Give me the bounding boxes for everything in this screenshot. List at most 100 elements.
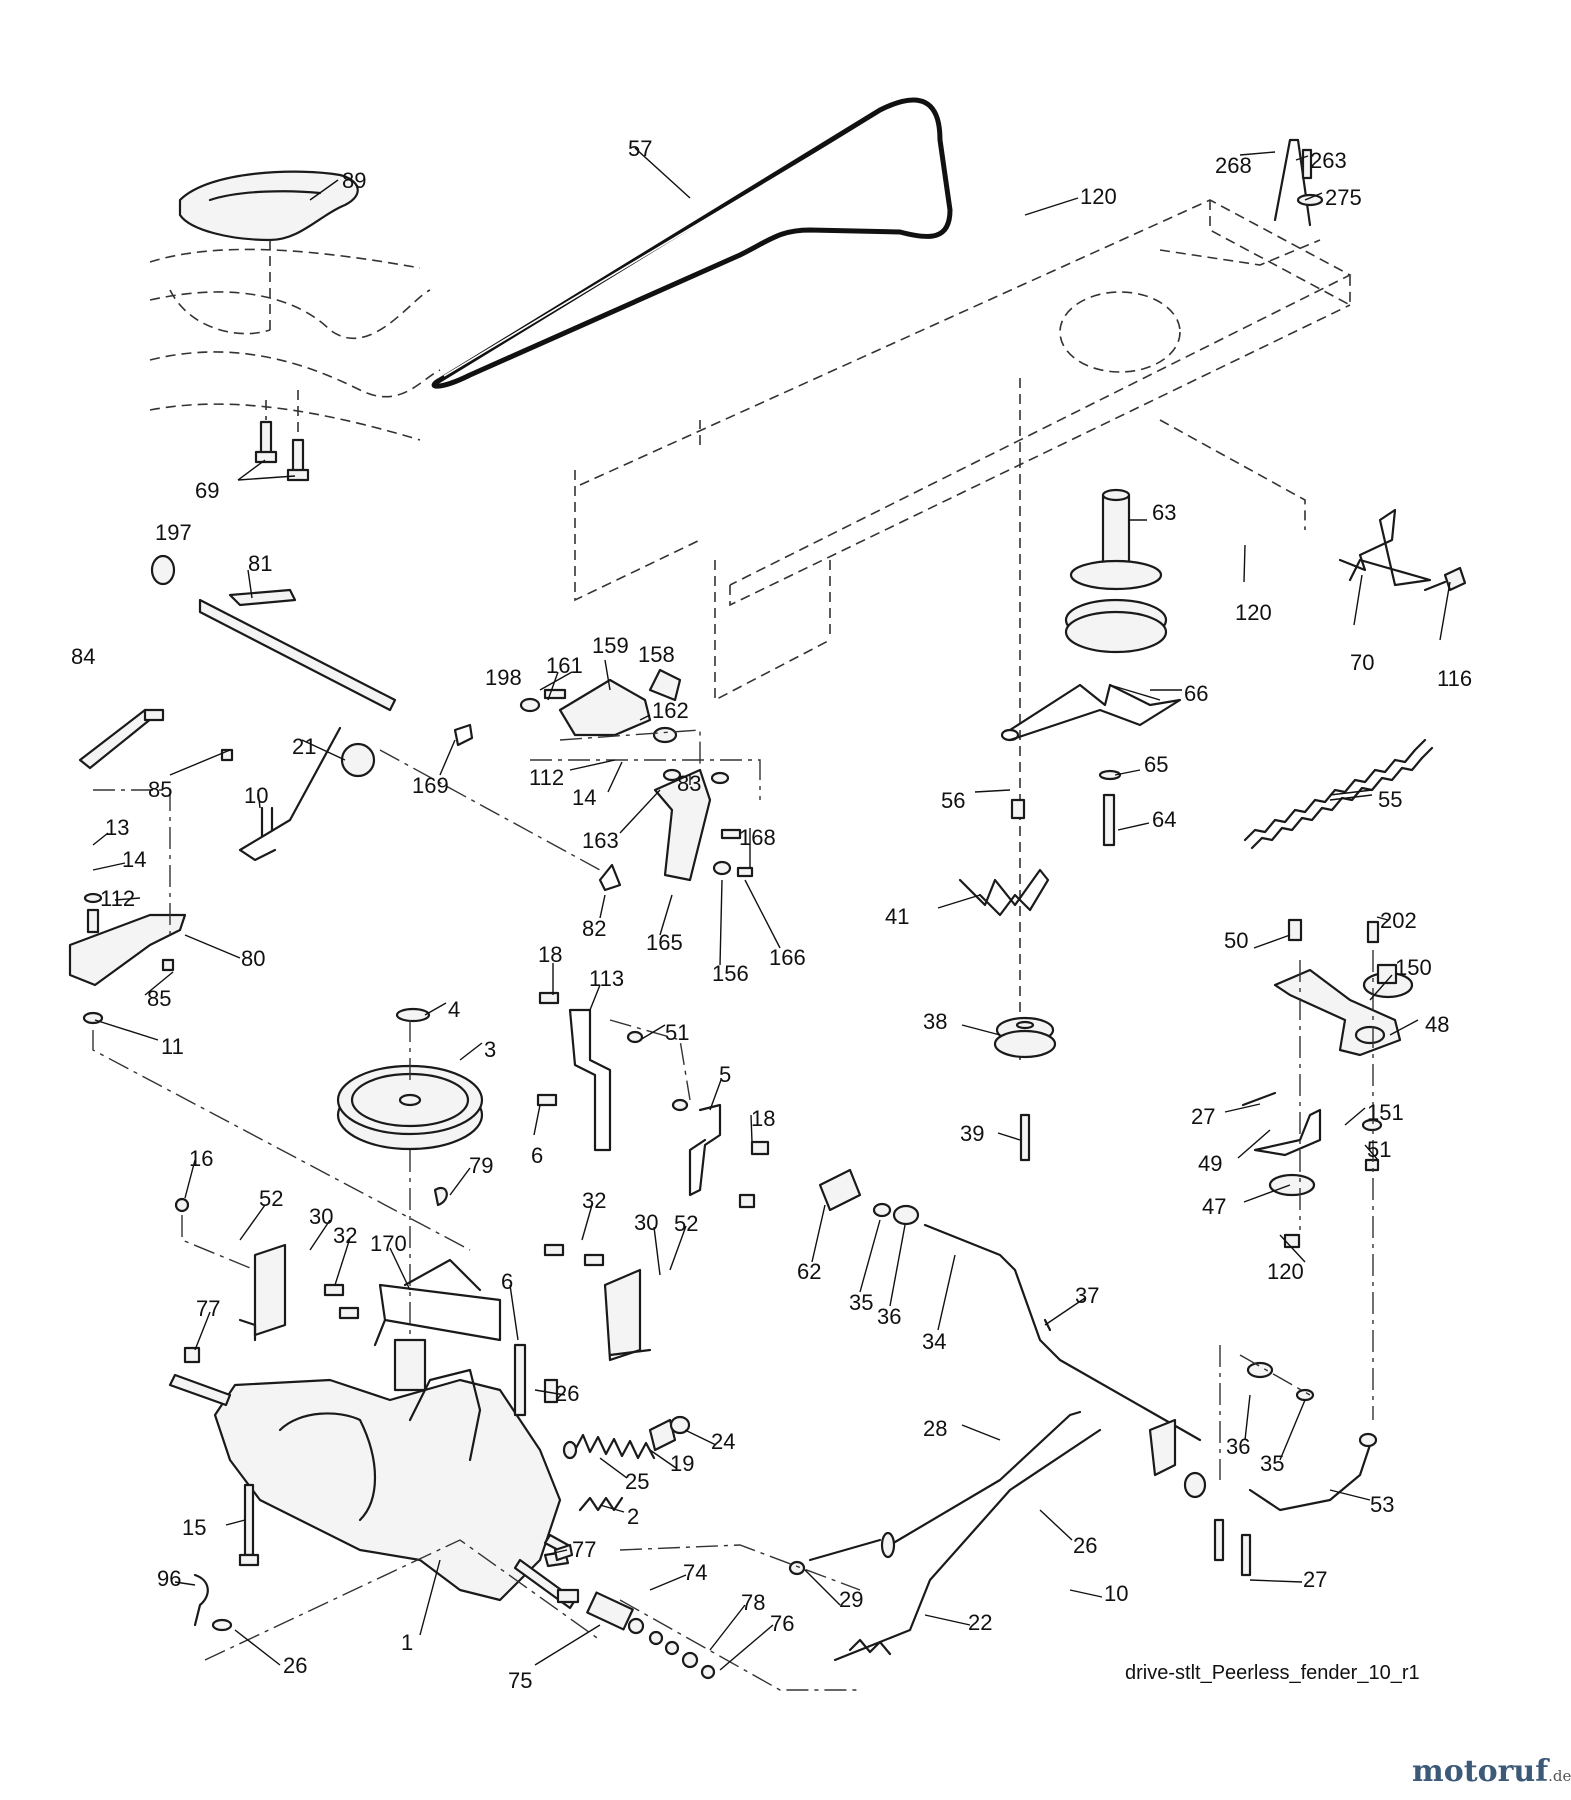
rod-28 — [788, 1410, 1082, 1576]
leader-line — [184, 934, 241, 959]
leader-line — [1117, 822, 1150, 831]
watermark-name: motoruf — [1412, 1754, 1549, 1789]
part-number-51: 51 — [665, 1020, 689, 1045]
leader-line — [649, 1574, 687, 1591]
leader-line — [937, 1254, 956, 1331]
leader-line — [1069, 1589, 1103, 1598]
part-number-63: 63 — [1152, 500, 1176, 525]
part-number-34: 34 — [922, 1329, 946, 1354]
part-number-169: 169 — [412, 773, 449, 798]
part-number-1: 1 — [401, 1630, 413, 1655]
leader-line — [1304, 192, 1323, 201]
pulley-3 — [336, 1007, 484, 1360]
part-number-27: 27 — [1191, 1104, 1215, 1129]
leader-line — [1243, 544, 1246, 583]
part-number-2: 2 — [627, 1504, 639, 1529]
leader-line — [547, 671, 559, 701]
spring-25 — [562, 1415, 691, 1512]
idler-arm-48 — [1241, 918, 1414, 1420]
part-number-74: 74 — [683, 1560, 707, 1585]
part-number-38: 38 — [923, 1009, 947, 1034]
idler-bracket-66 — [1000, 683, 1182, 742]
leader-line — [1039, 1509, 1073, 1541]
brackets-113-5 — [536, 991, 770, 1209]
part-number-32: 32 — [582, 1188, 606, 1213]
part-number-22: 22 — [968, 1610, 992, 1635]
part-number-13: 13 — [105, 815, 129, 840]
leader-line — [750, 1114, 753, 1143]
leader-line — [1329, 1489, 1371, 1501]
seat-pan-89 — [178, 170, 359, 330]
part-number-14: 14 — [122, 847, 146, 872]
part-number-28: 28 — [923, 1416, 947, 1441]
leader-line — [544, 1549, 568, 1556]
leader-line — [1279, 1399, 1306, 1461]
leader-line — [1114, 769, 1141, 776]
fender-outline — [149, 248, 441, 441]
part-number-66: 66 — [1184, 681, 1208, 706]
part-number-78: 78 — [741, 1590, 765, 1615]
part-number-80: 80 — [241, 946, 265, 971]
part-number-52: 52 — [674, 1211, 698, 1236]
leader-line — [709, 1604, 746, 1651]
part-number-159: 159 — [592, 633, 629, 658]
part-number-161: 161 — [546, 653, 583, 678]
part-number-62: 62 — [797, 1259, 821, 1284]
leader-line — [92, 832, 109, 846]
bracket-80 — [68, 789, 471, 1251]
transaxle-1 — [168, 1258, 580, 1610]
part-number-18: 18 — [538, 942, 562, 967]
part-number-51: 51 — [1367, 1137, 1391, 1162]
leader-line — [607, 761, 623, 793]
part-number-85: 85 — [148, 777, 172, 802]
leader-line — [659, 894, 673, 936]
leader-line — [1389, 1019, 1419, 1036]
part-number-14: 14 — [572, 785, 596, 810]
part-number-112: 112 — [529, 765, 564, 790]
leader-line — [924, 1614, 971, 1626]
part-number-65: 65 — [1144, 752, 1168, 777]
brackets-30 — [174, 1197, 652, 1364]
bolt-116 — [1423, 566, 1467, 592]
leader-line — [639, 1024, 666, 1041]
drive-belt-57 — [431, 97, 953, 389]
part-number-10: 10 — [244, 783, 268, 808]
watermark-logo: motoruf.de — [1412, 1754, 1571, 1789]
part-number-156: 156 — [712, 961, 749, 986]
part-number-163: 163 — [582, 828, 619, 853]
leader-line — [581, 1204, 593, 1241]
leader-line — [937, 894, 981, 909]
leader-line — [744, 879, 781, 949]
part-number-162: 162 — [652, 698, 689, 723]
leader-lines — [92, 147, 1451, 1671]
part-number-3: 3 — [484, 1037, 496, 1062]
leader-line — [1329, 794, 1373, 801]
bolts-69 — [254, 390, 310, 482]
part-number-26: 26 — [1073, 1533, 1097, 1558]
part-number-6: 6 — [531, 1143, 543, 1168]
leader-line — [1244, 1394, 1251, 1441]
part-number-10: 10 — [1104, 1581, 1128, 1606]
part-number-150: 150 — [1395, 955, 1432, 980]
part-number-27: 27 — [1303, 1567, 1327, 1592]
part-number-263: 263 — [1310, 148, 1347, 173]
leader-line — [719, 1624, 774, 1671]
part-number-29: 29 — [839, 1587, 863, 1612]
part-number-39: 39 — [960, 1121, 984, 1146]
leader-line — [424, 1002, 447, 1016]
part-number-56: 56 — [941, 788, 965, 813]
leader-line — [334, 1237, 351, 1286]
part-number-50: 50 — [1224, 928, 1248, 953]
leader-line — [184, 1159, 196, 1199]
part-number-41: 41 — [885, 904, 909, 929]
part-number-89: 89 — [342, 168, 366, 193]
part-number-69: 69 — [195, 478, 219, 503]
part-number-170: 170 — [370, 1231, 407, 1256]
part-number-5: 5 — [719, 1062, 731, 1087]
part-number-48: 48 — [1425, 1012, 1449, 1037]
part-number-37: 37 — [1075, 1283, 1099, 1308]
watermark-tld: .de — [1548, 1767, 1571, 1785]
leader-line — [1295, 155, 1309, 161]
leader-line — [1253, 934, 1291, 949]
